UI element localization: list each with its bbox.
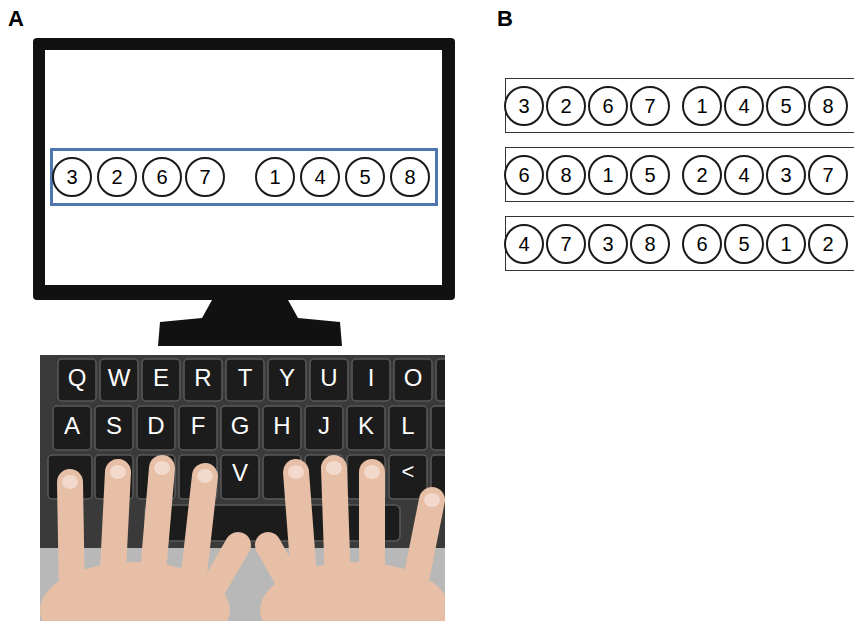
sequence-number: 6	[696, 234, 707, 254]
sequence-number: 4	[738, 165, 749, 185]
number-circle: 6	[682, 224, 722, 264]
number-circle: 5	[766, 86, 806, 126]
sequence-number: 8	[644, 234, 655, 254]
number-circle: 1	[255, 157, 295, 197]
number-circle: 8	[808, 86, 848, 126]
number-circle: 5	[630, 155, 670, 195]
sequence-number: 7	[822, 165, 833, 185]
sequence-number: 6	[602, 96, 613, 116]
number-circle: 3	[588, 224, 628, 264]
sequence-number: 8	[560, 165, 571, 185]
sequence-number: 3	[518, 96, 529, 116]
sequence-number: 4	[738, 96, 749, 116]
sequence-band: 3 2 6 7 1 4 5 8	[50, 148, 438, 206]
number-circle: 7	[808, 155, 848, 195]
key-letter: L	[401, 414, 414, 438]
panel-label: B	[497, 8, 513, 30]
hands	[40, 461, 445, 621]
key-letter: F	[191, 414, 206, 438]
sequence-number: 8	[404, 167, 415, 187]
number-circle: 4	[724, 155, 764, 195]
sequence-number: 1	[269, 167, 280, 187]
sequence-number: 2	[822, 234, 833, 254]
monitor-screen	[45, 50, 442, 285]
key-letter: G	[231, 414, 250, 438]
key-letter: <	[402, 461, 415, 483]
number-circle: 1	[588, 155, 628, 195]
panel-label: A	[8, 8, 24, 30]
sequence-number: 7	[560, 234, 571, 254]
key-letter: W	[108, 366, 131, 390]
sequence-number: 5	[780, 96, 791, 116]
sequence-band: 6 8 1 5 2 4 3 7	[505, 147, 854, 202]
sequence-number: 1	[780, 234, 791, 254]
sequence-number: 4	[518, 234, 529, 254]
number-circle: 3	[766, 155, 806, 195]
key-letter: K	[358, 414, 374, 438]
number-circle: 2	[808, 224, 848, 264]
key-letter: A	[64, 414, 80, 438]
number-circle: 3	[504, 86, 544, 126]
key-letter: J	[318, 414, 330, 438]
keyboard-photo	[40, 355, 445, 621]
sequence-number: 3	[66, 167, 77, 187]
key-letter: O	[404, 366, 423, 390]
sequence-number: 1	[602, 165, 613, 185]
number-circle: 6	[142, 157, 182, 197]
number-circle: 8	[390, 157, 430, 197]
number-circle: 3	[52, 157, 92, 197]
monitor-frame	[33, 38, 455, 300]
number-circle: 5	[724, 224, 764, 264]
number-circle: 1	[766, 224, 806, 264]
number-circle: 7	[630, 86, 670, 126]
number-circle: 4	[504, 224, 544, 264]
key-letter: H	[273, 414, 290, 438]
sequence-number: 7	[644, 96, 655, 116]
sequence-number: 8	[822, 96, 833, 116]
sequence-number: 2	[560, 96, 571, 116]
monitor-stand	[158, 300, 342, 346]
key-letter: D	[147, 414, 164, 438]
sequence-band: 3 2 6 7 1 4 5 8	[505, 78, 854, 133]
number-circle: 6	[504, 155, 544, 195]
sequence-number: 6	[518, 165, 529, 185]
sequence-number: 3	[602, 234, 613, 254]
number-circle: 2	[682, 155, 722, 195]
key-letter: T	[238, 366, 253, 390]
key-letter: I	[368, 366, 375, 390]
sequence-number: 5	[359, 167, 370, 187]
sequence-number: 3	[780, 165, 791, 185]
sequence-number: 7	[199, 167, 210, 187]
number-circle: 7	[546, 224, 586, 264]
key-letter: V	[232, 461, 248, 485]
number-circle: 1	[682, 86, 722, 126]
sequence-band: 4 7 3 8 6 5 1 2	[505, 216, 854, 271]
key-letter: E	[153, 366, 169, 390]
sequence-number: 5	[644, 165, 655, 185]
number-circle: 2	[546, 86, 586, 126]
key-letter: R	[194, 366, 211, 390]
sequence-number: 2	[696, 165, 707, 185]
sequence-number: 6	[156, 167, 167, 187]
number-circle: 4	[724, 86, 764, 126]
number-circle: 8	[546, 155, 586, 195]
number-circle: 8	[630, 224, 670, 264]
key-letter: S	[106, 414, 122, 438]
sequence-number: 2	[111, 167, 122, 187]
keyboard-body	[40, 355, 445, 621]
number-circle: 4	[300, 157, 340, 197]
sequence-number: 1	[696, 96, 707, 116]
sequence-number: 4	[314, 167, 325, 187]
key-letter: U	[320, 366, 337, 390]
number-circle: 6	[588, 86, 628, 126]
number-circle: 5	[345, 157, 385, 197]
number-circle: 7	[185, 157, 225, 197]
key-letter: Y	[279, 366, 295, 390]
key-letter: Q	[68, 366, 87, 390]
sequence-number: 5	[738, 234, 749, 254]
number-circle: 2	[97, 157, 137, 197]
